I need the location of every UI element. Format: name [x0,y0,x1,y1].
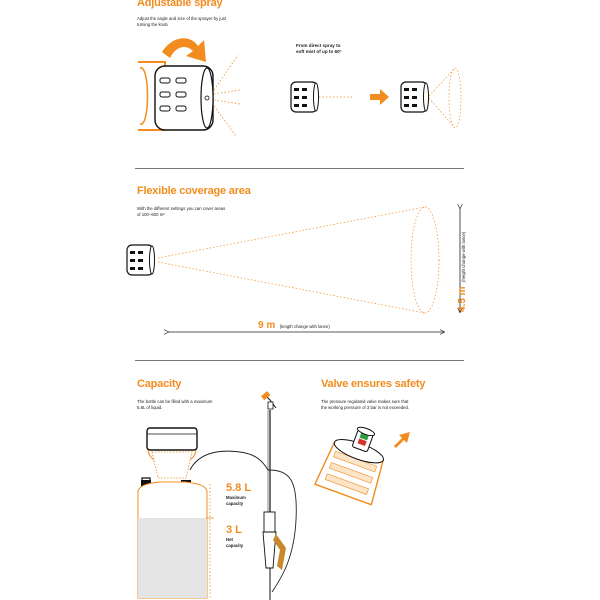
section-title-valve: Valve ensures safety [321,378,426,390]
height-value: 4.5 m [457,286,468,312]
spray-description-line-1: Adjust the angle and size of the sprayer… [137,16,227,21]
spray-description-line-2: turning the knob [137,21,168,27]
net-capacity-label-line-1: Net [226,537,233,542]
coverage-nozzle-icon [126,244,155,276]
arrow-up-right-icon [394,432,410,448]
length-dimension-label: 9 m (length change with lance) [258,315,330,333]
section-title-capacity: Capacity [137,378,182,390]
spray-note-line-1: From direct spray to [296,43,341,48]
arrow-right-icon [370,89,389,105]
length-value: 9 m [258,320,276,331]
section-divider [135,168,464,169]
height-dimension-label: 4.5 m (height change with lance) [452,232,470,312]
valve-description-line-1: The pressure regulated valve makes sure … [321,399,409,404]
spray-bottle-icon [137,427,269,599]
spray-note-line-2: soft mist of up to 60° [296,49,342,54]
section-title-spray: Adjustable spray [137,0,223,9]
max-capacity-label-line-2: capacity [226,500,244,506]
valve-description-line-2: the working pressure of 3 bar is not exc… [321,404,410,410]
length-note: (length change with lance) [279,324,330,329]
height-note: (height change with lance) [461,231,466,282]
capacity-description-line-2: 5.8L of liquid. [137,404,163,410]
spray-lance-icon [261,391,297,600]
large-nozzle-icon [138,61,214,131]
capacity-description-line-1: The bottle can be filled with a maximum [137,399,213,404]
coverage-description-line-1: With the different settings you can cove… [137,206,226,211]
coverage-cone [157,206,440,314]
small-nozzle-mist [400,67,462,129]
max-capacity-value: 5.8 L [226,482,252,494]
spray-cone-lines [213,54,241,137]
section-title-coverage: Flexible coverage area [137,185,251,197]
coverage-description-line-2: of 100–600 m² [137,211,165,217]
small-nozzle-direct [290,81,352,113]
net-capacity-label-line-2: capacity [226,542,244,548]
section-divider [135,360,464,361]
max-capacity-label-line-1: Maximum [226,495,246,500]
curved-arrow-icon [162,38,206,62]
valve-icon [313,426,385,506]
net-capacity-value: 3 L [226,524,242,536]
